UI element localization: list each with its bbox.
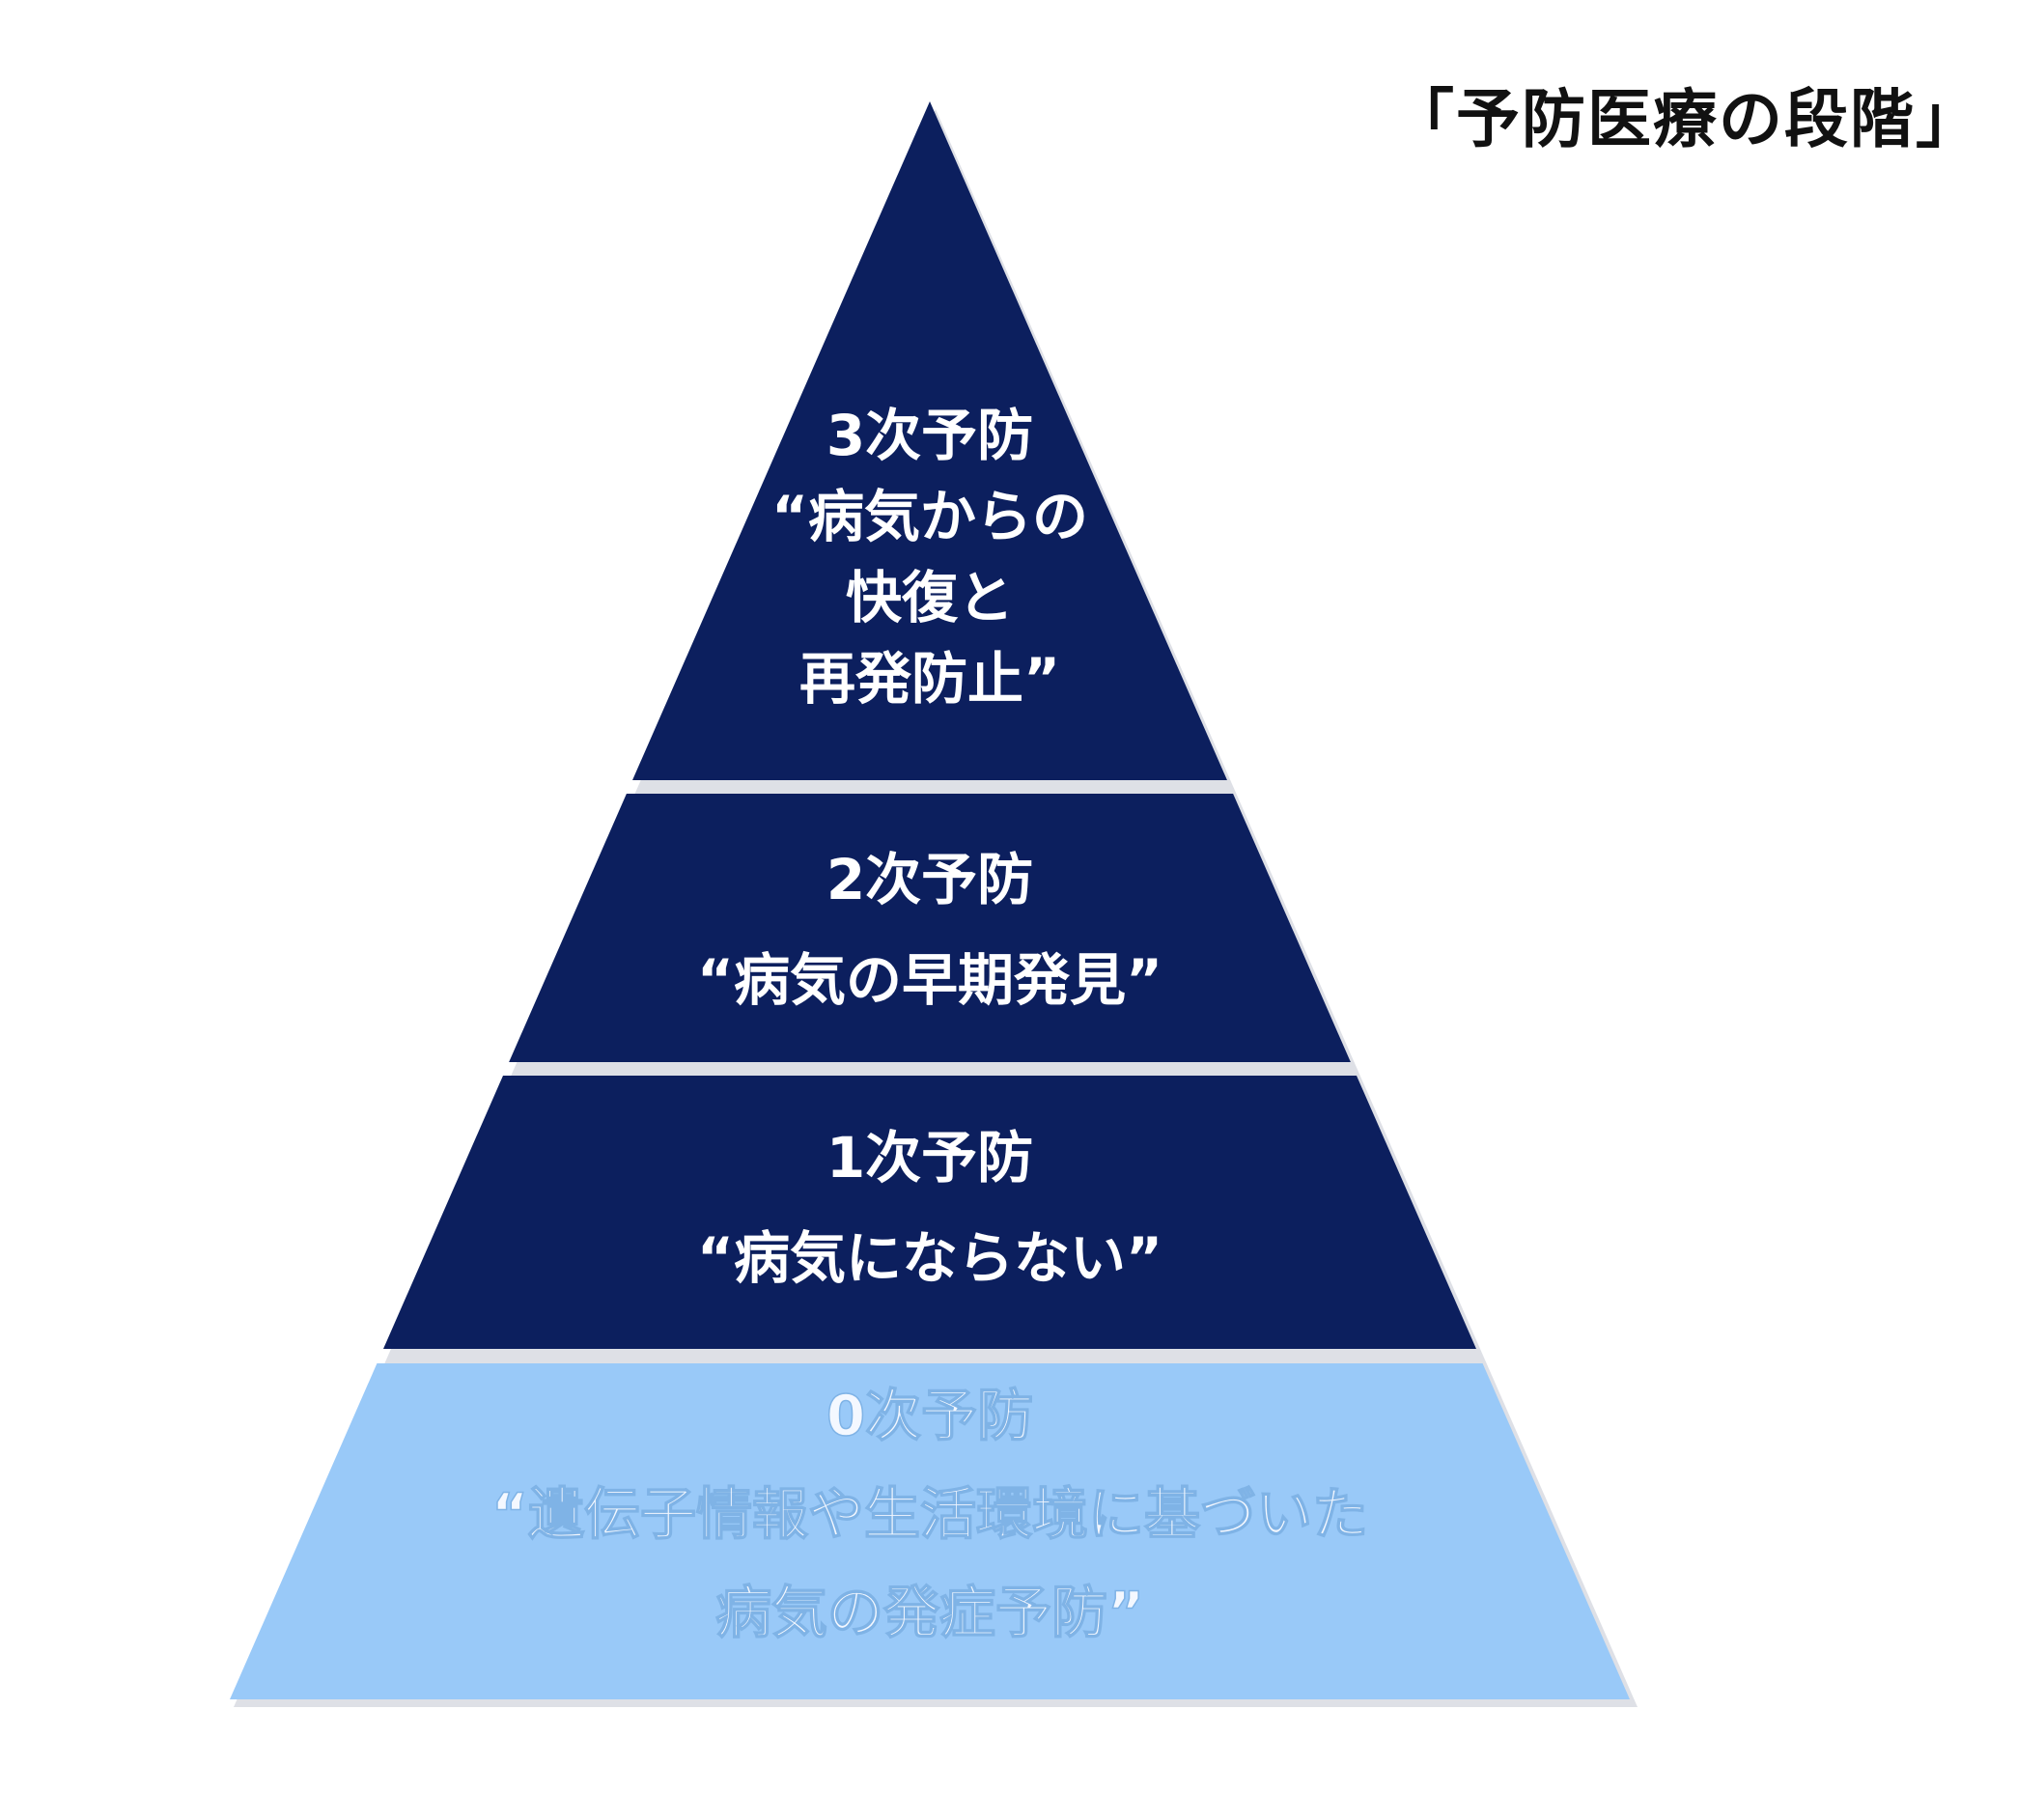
tier-description-line: 病気の発症予防” [715, 1580, 1144, 1645]
tier-description-line: 快復と [846, 565, 1014, 631]
tier-level-label: 2次予防 [826, 847, 1033, 912]
tier-description-line: “病気の早期発見” [697, 947, 1162, 1013]
pyramid-tier-2 [383, 1076, 1476, 1349]
pyramid-tier-0 [632, 101, 1227, 780]
tier-level-label: 1次予防 [826, 1125, 1033, 1191]
pyramid-tier-1 [509, 794, 1351, 1062]
tier-description-line: “遺伝子情報や生活環境に基づいた [491, 1481, 1368, 1547]
tier-description-line: 再発防止” [799, 646, 1060, 712]
tier-description-line: “病気からの [771, 484, 1088, 549]
pyramid-tier-3 [230, 1363, 1630, 1699]
tier-level-label: 3次予防 [826, 403, 1033, 468]
tier-description-line: “病気にならない” [697, 1225, 1162, 1291]
diagram-title: 「予防医療の段階」 [1390, 82, 1981, 156]
tier-level-label: 0次予防 [826, 1383, 1033, 1448]
